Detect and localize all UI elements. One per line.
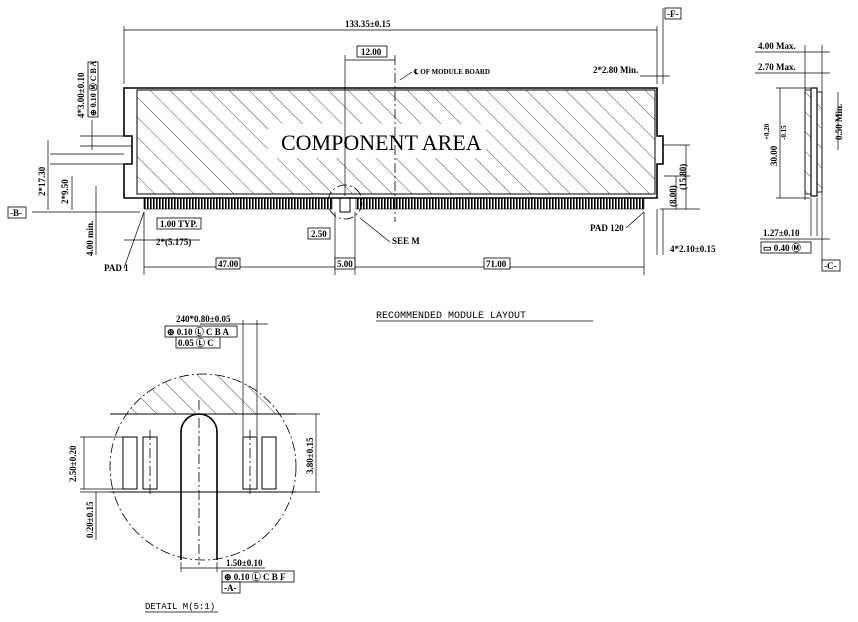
side-400-label: 4.00 Max. [758,41,796,51]
module-board: COMPONENT AREA [123,55,664,222]
centerline-note: ℄ OF MODULE BOARD [413,68,490,76]
pad-strip-right [355,197,645,210]
side-view: 4.00 Max. 2.70 Max. 30.00 +0.20 -0.15 0.… [755,41,844,272]
right-dimensions: (15.80) (8.00) 4*2.10±0.15 [656,144,716,255]
detail-pads-label: 240*0.80±0.05 [176,314,231,324]
detail-tol3-label: ⊕ 0.10 Ⓛ C B F [224,571,286,582]
detail-250-label: 2.50±0.20 [68,445,78,482]
height-400-label: 4.00 min. [85,221,95,256]
dim-250-label: 2.50 [311,229,327,239]
detail-pad [261,436,277,490]
detail-020-label: 0.20±0.15 [85,501,95,538]
detail-150-label: 1.50±0.10 [226,558,263,568]
component-area-label: COMPONENT AREA [281,130,482,155]
edge-clear-label: 2*2.80 Min. [593,65,638,75]
overall-width-label: 133.35±0.15 [345,19,391,29]
dim-1580-label: (15.80) [678,164,688,190]
height-1730-label: 2*17.30 [37,166,47,196]
detail-m-view: 240*0.80±0.05 ⊕ 0.10 Ⓛ C B A 0.05 Ⓛ C 2.… [68,314,320,613]
detail-tol1-label: ⊕ 0.10 Ⓛ C B A [167,326,230,337]
height-950-label: 2*9.50 [60,179,70,204]
see-m-label: SEE M [392,236,420,246]
detail-380-label: 3.80±0.15 [305,437,315,474]
side-127-label: 1.27±0.10 [763,228,800,238]
pad-1-label: PAD 1 [104,263,129,273]
datum-f: -F- [667,9,679,19]
top-dimensions: 133.35±0.15 -F- 12.00 ℄ OF MODULE BOARD … [123,7,682,196]
dim-4700-label: 47.00 [218,259,239,269]
layout-title: RECOMMENDED MODULE LAYOUT [376,311,526,322]
bottom-dimensions: 1.00 TYP. 2*(5.175) 2.50 SEE M PAD 1 PAD… [104,211,645,275]
dim-7100-label: 71.00 [486,259,507,269]
side-3000-label: 30.00 [769,145,779,166]
side-050-label: 0.50 Min. [834,104,844,140]
pad-strip-left [143,197,333,210]
side-270-label: 2.70 Max. [758,62,796,72]
datum-c: -C- [824,261,837,271]
notch-tol-label: ⊕ 0.10 Ⓜ C B A [88,61,98,116]
detail-tol2-label: 0.05 Ⓛ C [178,337,214,348]
detail-title: DETAIL M(5:1) [145,602,215,612]
pad-120-label: PAD 120 [590,223,624,233]
datum-b: -B- [10,208,22,218]
left-dimensions: ⊕ 0.10 Ⓜ C B A 4*3.00±0.10 2*17.30 2*9.5… [7,61,140,256]
side-3000-tol-up: +0.20 [763,123,771,140]
dim-800-label: (8.00) [668,185,678,207]
dim-210-label: 4*2.10±0.15 [670,244,716,254]
notch-height-label: 4*3.00±0.10 [76,72,86,118]
detail-pad [122,436,138,490]
side-3000-tol-dn: -0.15 [780,125,788,140]
datum-a: -A- [224,583,237,593]
pad-start-label: 2*(5.175) [156,237,191,247]
pitch-label: 1.00 TYP. [160,219,197,229]
center-slot-label: 12.00 [361,47,382,57]
side-flat-label: ▭ 0.40 Ⓜ [763,242,801,253]
dim-500-label: 5.00 [337,259,353,269]
